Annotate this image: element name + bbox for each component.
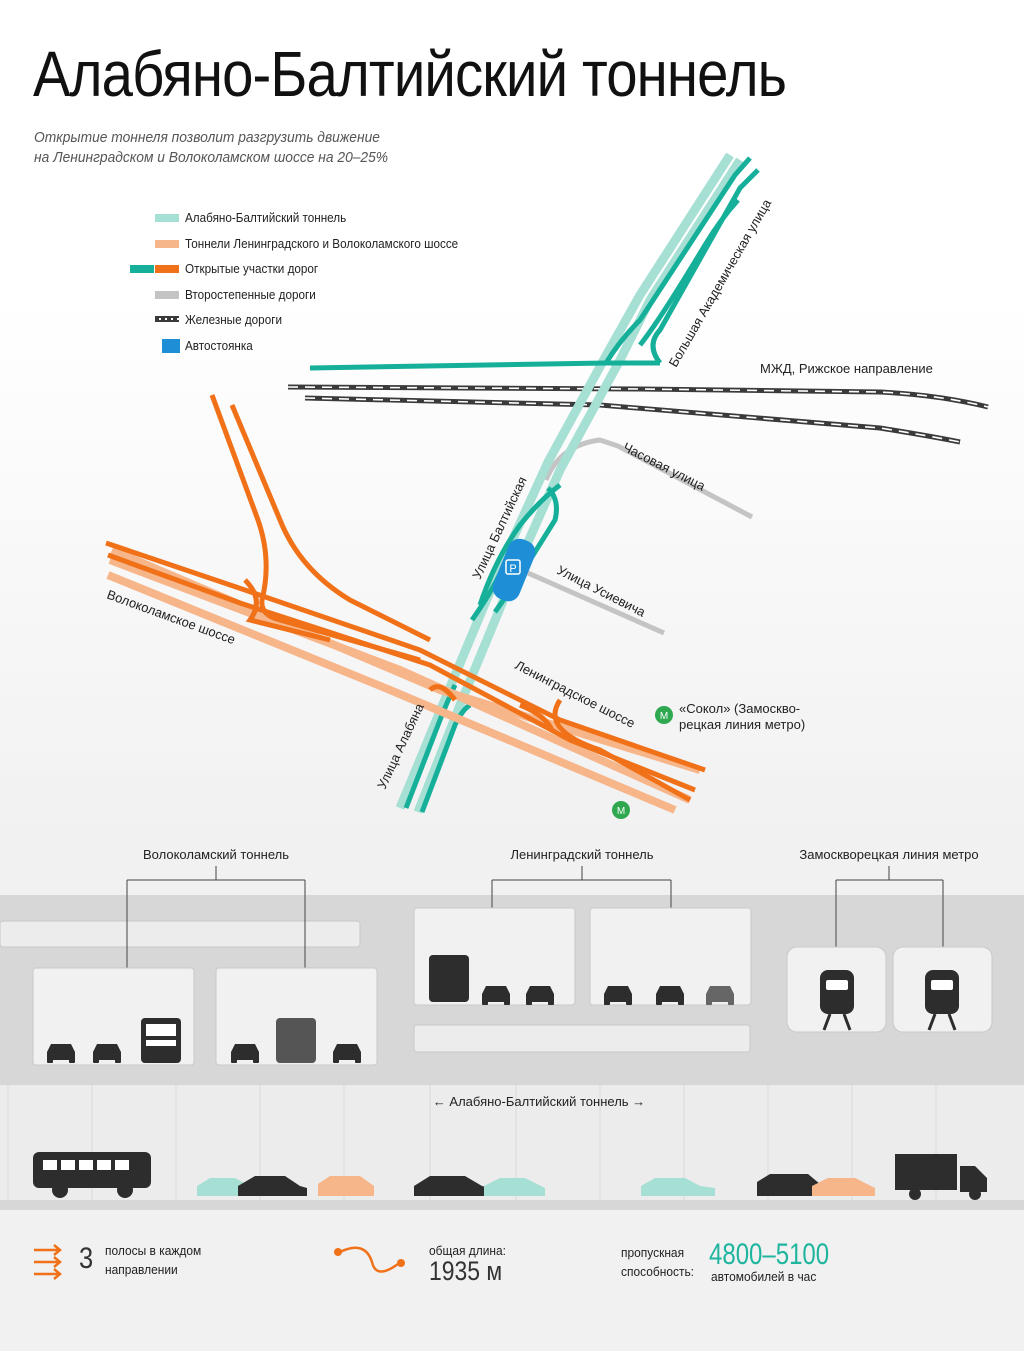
length-label: общая длина: xyxy=(429,1243,507,1258)
orange-open-roads xyxy=(105,394,706,803)
leningradsky-tube-2 xyxy=(589,907,752,1006)
legend-swatch xyxy=(130,265,154,273)
capacity-unit: автомобилей в час xyxy=(711,1269,817,1284)
capacity-value: 4800–5100 xyxy=(709,1238,830,1271)
metro-exit: М xyxy=(612,801,630,819)
lower-vehicles xyxy=(33,1152,987,1200)
legend-label: Алабяно-Балтийский тоннель xyxy=(185,210,347,225)
capacity-label-line-1: пропускная xyxy=(621,1245,685,1260)
subtitle-line-2: на Ленинградском и Волоколамском шоссе н… xyxy=(34,149,389,166)
legend-swatch xyxy=(155,214,179,222)
legend-label: Тоннели Ленинградского и Волоколамского … xyxy=(185,235,459,251)
legend-label: Автостоянка xyxy=(185,337,253,353)
route-icon xyxy=(334,1246,405,1273)
lanes-text-line-1: полосы в каждом xyxy=(105,1243,202,1258)
page-title: Алабяно-Балтийский тоннель xyxy=(33,38,787,110)
subtitle: Открытие тоннеля позволит разгрузить дви… xyxy=(34,128,388,168)
lanes-text-line-2: направлении xyxy=(105,1262,178,1277)
road-surface xyxy=(0,1200,1024,1210)
label-metro-line: Замоскворецкая линия метро xyxy=(799,847,978,862)
volokolamsky-tube-2 xyxy=(215,967,378,1066)
label-leningradsky-tunnel: Ленинградский тоннель xyxy=(510,847,653,862)
legend-swatch xyxy=(162,338,180,353)
lanes-number: 3 xyxy=(79,1242,94,1275)
label-mzd: МЖД, Рижское направление xyxy=(760,361,933,376)
metro-sokol: М «Сокол» (Замоскво- рецкая линия метро) xyxy=(655,701,805,732)
legend-label: Открытые участки дорог xyxy=(185,261,319,276)
parking-lot: P xyxy=(492,538,536,602)
railways xyxy=(287,384,989,445)
capacity-label-line-2: способность: xyxy=(621,1264,694,1279)
legend-swatch xyxy=(155,265,179,273)
capacity-label: пропускная способность: xyxy=(621,1243,694,1281)
length-value: 1935 м xyxy=(429,1256,503,1286)
label-volokolamsky-tunnel: Волоколамский тоннель xyxy=(143,847,289,862)
metro-icon: М xyxy=(617,806,625,817)
metro-icon: М xyxy=(660,711,668,722)
label-sokol-1: «Сокол» (Замоскво- xyxy=(679,701,800,716)
subtitle-line-1: Открытие тоннеля позволит разгрузить дви… xyxy=(34,129,380,146)
legend-swatch xyxy=(155,290,179,299)
lanes-icon xyxy=(34,1244,62,1280)
label-sokol-2: рецкая линия метро) xyxy=(679,717,805,732)
parking-icon: P xyxy=(509,563,516,575)
tunnel-map: P Большая Академическая улица МЖД, Рижск… xyxy=(105,152,989,819)
legend-swatch xyxy=(155,239,179,248)
legend-label: Железные дороги xyxy=(185,312,283,327)
lanes-text: полосы в каждом направлении xyxy=(105,1241,201,1279)
legend-label: Второстепенные дороги xyxy=(185,286,316,302)
legend-swatch xyxy=(155,316,179,322)
label-alabyano-section: ← Алабяно-Балтийский тоннель → xyxy=(433,1094,645,1109)
